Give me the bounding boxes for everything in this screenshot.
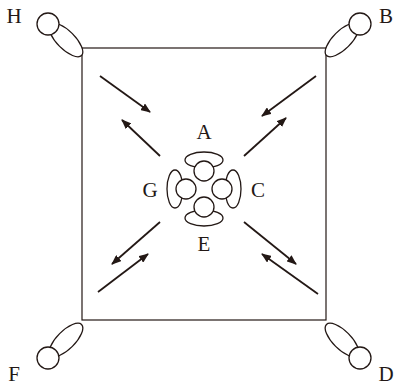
player-letter: E bbox=[198, 234, 211, 255]
player-letter: C bbox=[251, 180, 265, 201]
player-letter: H bbox=[6, 6, 21, 27]
player-letter: F bbox=[8, 364, 20, 385]
court-square bbox=[82, 48, 326, 320]
player-letter: B bbox=[379, 6, 393, 27]
player-letter: D bbox=[378, 364, 393, 385]
player-figures bbox=[37, 13, 371, 369]
player-letter: G bbox=[142, 180, 157, 201]
player-letter: A bbox=[196, 122, 211, 143]
pass-arrows bbox=[98, 76, 318, 294]
